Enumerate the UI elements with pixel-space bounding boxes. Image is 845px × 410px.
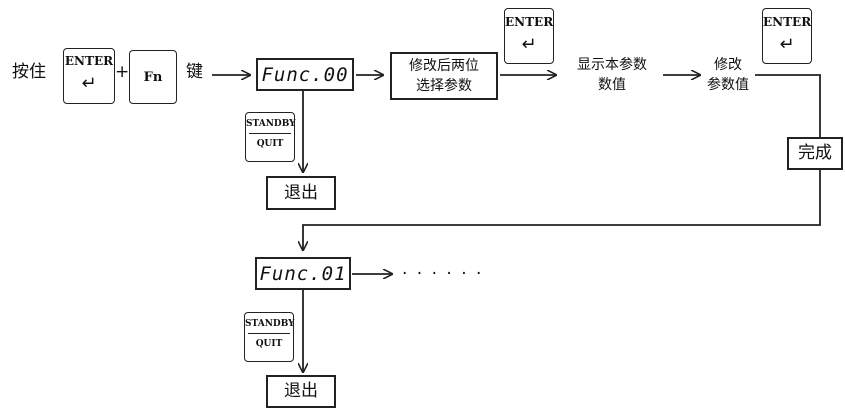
enter-key-2-label: ENTER [505, 15, 554, 29]
fn-key-label: Fn [143, 70, 163, 85]
enter-return-icon: ↵ [81, 73, 97, 94]
connector-to-done [755, 74, 821, 137]
step-select-param: 修改后两位 选择参数 [390, 52, 498, 100]
standby-label: STANDBY [246, 119, 296, 129]
key-divider-2 [248, 333, 290, 334]
exit-box-1: 退出 [266, 176, 336, 210]
enter-key-3-label: ENTER [763, 15, 812, 29]
display-func01: Func.01 [255, 257, 351, 290]
step-modify-value: 修改 参数值 [702, 55, 754, 95]
standby-quit-key: STANDBY QUIT [245, 112, 296, 162]
enter-key-3: ENTER ↵ [762, 8, 812, 64]
quit-label-2: QUIT [255, 339, 283, 349]
key-word: 键 [186, 62, 203, 82]
step-select-line1: 修改后两位 [409, 58, 479, 74]
enter-return-icon: ↵ [779, 34, 795, 55]
exit-label-2: 退出 [284, 381, 318, 401]
step-show-line1: 显示本参数 [577, 57, 647, 73]
connector-loop-back [303, 170, 821, 250]
ellipsis-text: · · · · · · [402, 264, 484, 284]
done-box: 完成 [787, 137, 843, 170]
standby-label-2: STANDBY [245, 319, 295, 329]
done-label: 完成 [798, 143, 832, 163]
exit-box-2: 退出 [266, 375, 336, 408]
enter-key: ENTER ↵ [63, 48, 115, 104]
exit-label-1: 退出 [284, 182, 318, 203]
press-hold-text: 按住 [12, 62, 46, 82]
quit-label: QUIT [256, 139, 284, 149]
standby-quit-key-2: STANDBY QUIT [244, 312, 295, 362]
fn-key: Fn [129, 50, 177, 104]
step-show-value: 显示本参数 数值 [562, 55, 662, 95]
enter-return-icon: ↵ [521, 34, 537, 55]
step-show-line2: 数值 [598, 77, 626, 93]
plus-sign: + [115, 62, 130, 82]
enter-key-label: ENTER [64, 54, 114, 68]
enter-key-2: ENTER ↵ [504, 8, 554, 64]
display-func00-text: Func.00 [261, 63, 349, 86]
display-func01-text: Func.01 [259, 262, 347, 285]
step-select-line2: 选择参数 [416, 78, 472, 94]
display-func00: Func.00 [256, 58, 354, 91]
step-modify-line1: 修改 [714, 57, 742, 73]
key-divider [249, 133, 291, 134]
step-modify-line2: 参数值 [707, 77, 749, 93]
